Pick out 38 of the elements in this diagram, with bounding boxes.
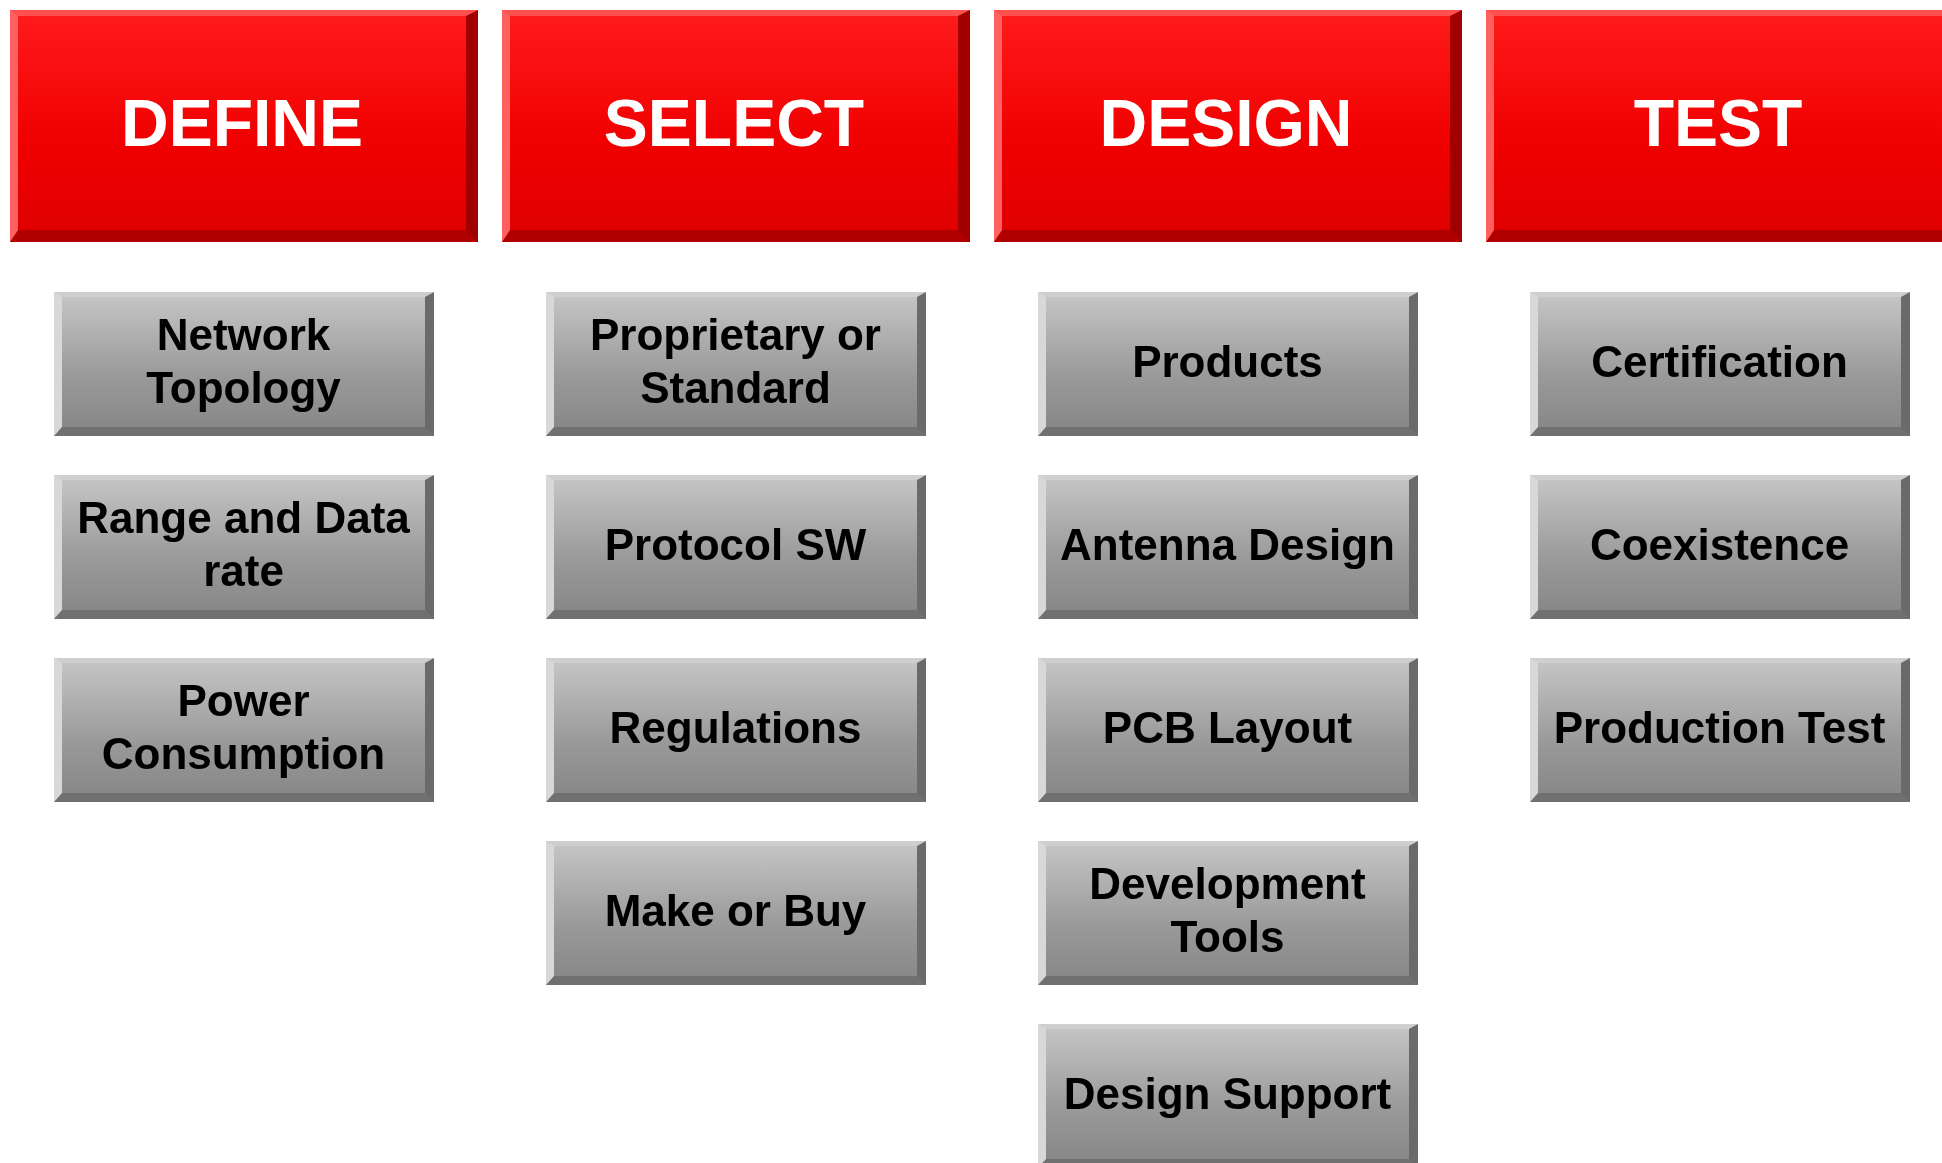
box-label: Coexistence bbox=[1589, 518, 1850, 571]
task-box bbox=[546, 841, 926, 985]
task-box bbox=[546, 475, 926, 619]
box-label: Range and Data rate bbox=[76, 492, 411, 597]
phase-header bbox=[1486, 10, 1942, 242]
task-box bbox=[54, 658, 434, 802]
task-box bbox=[1530, 475, 1910, 619]
task-box bbox=[1530, 292, 1910, 436]
box-label: Development Tools bbox=[1088, 858, 1367, 963]
box-label: Power Consumption bbox=[100, 675, 387, 780]
task-box bbox=[546, 658, 926, 802]
box-label: PCB Layout bbox=[1102, 701, 1353, 754]
task-box bbox=[1038, 658, 1418, 802]
header-text: SELECT bbox=[603, 85, 865, 161]
box-label: Protocol SW bbox=[604, 518, 867, 571]
task-box bbox=[1038, 1024, 1418, 1163]
box-label: Regulations bbox=[609, 701, 862, 754]
task-box bbox=[546, 292, 926, 436]
box-label: Antenna Design bbox=[1060, 518, 1395, 571]
phase-header bbox=[10, 10, 478, 242]
header-text: TEST bbox=[1633, 85, 1803, 161]
phase-header bbox=[502, 10, 970, 242]
box-label: Products bbox=[1132, 335, 1323, 388]
task-box bbox=[1038, 475, 1418, 619]
box-label: Make or Buy bbox=[604, 884, 867, 937]
task-box bbox=[54, 475, 434, 619]
task-box bbox=[1530, 658, 1910, 802]
box-label: Network Topology bbox=[145, 309, 342, 414]
task-box bbox=[1038, 292, 1418, 436]
box-label: Certification bbox=[1591, 335, 1848, 388]
header-text: DESIGN bbox=[1099, 85, 1353, 161]
task-box bbox=[1038, 841, 1418, 985]
header-text: DEFINE bbox=[121, 85, 363, 161]
box-label: Production Test bbox=[1553, 701, 1886, 754]
box-label: Design Support bbox=[1063, 1067, 1392, 1120]
task-box bbox=[54, 292, 434, 436]
box-label: Proprietary or Standard bbox=[589, 309, 882, 414]
phase-header bbox=[994, 10, 1462, 242]
